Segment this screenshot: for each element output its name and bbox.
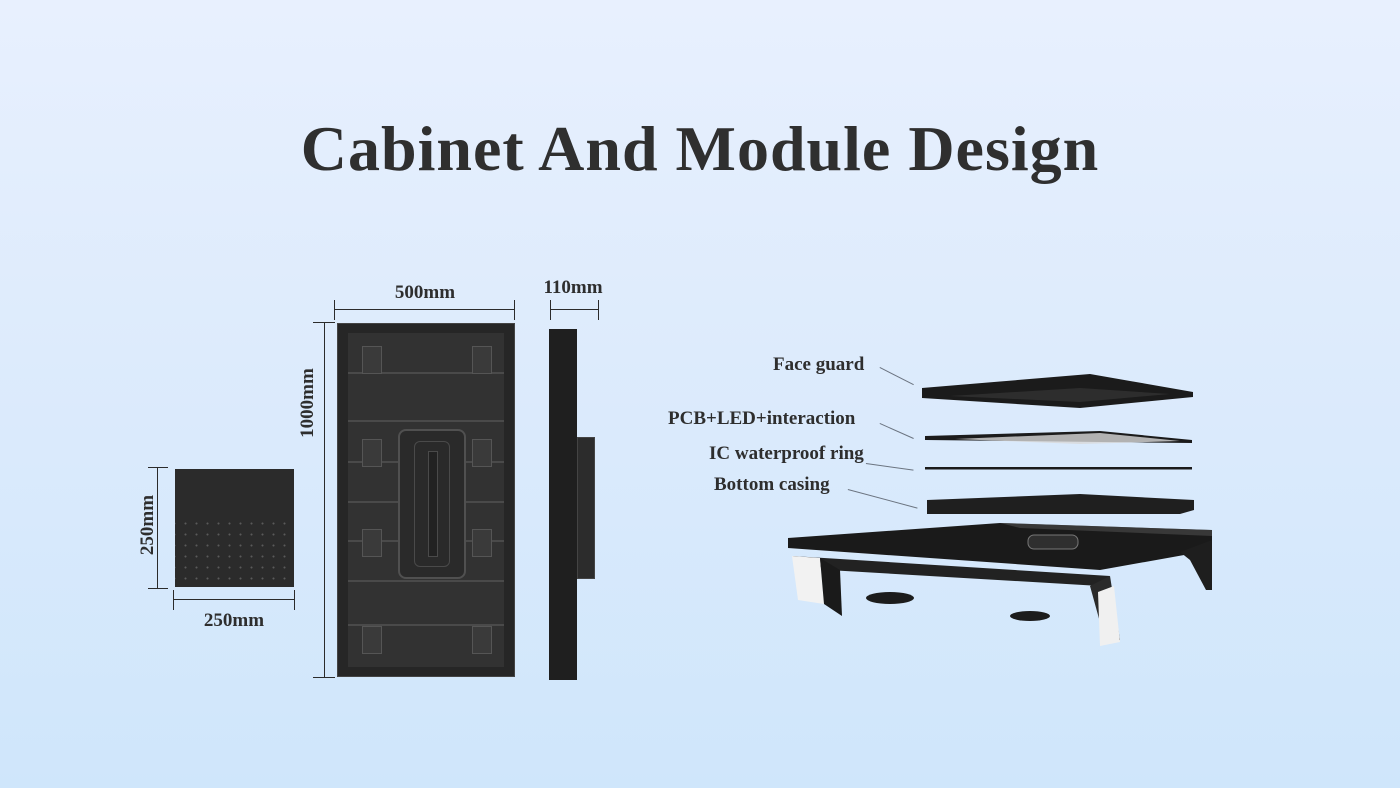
cabinet-rail	[348, 372, 504, 374]
cabinet-depth-tick-left	[550, 300, 551, 320]
bottom-casing-layer	[927, 494, 1194, 514]
base-cabinet-top	[788, 523, 1212, 570]
module-width-tick-left	[173, 590, 174, 610]
cabinet-side-image	[549, 329, 595, 680]
cabinet-lock	[362, 439, 382, 467]
cabinet-height-tick-bottom	[313, 677, 335, 678]
module-width-dimension-line	[173, 599, 295, 600]
cabinet-lock	[472, 626, 492, 654]
cabinet-rail	[348, 580, 504, 582]
cabinet-lock	[362, 346, 382, 374]
module-height-label: 250mm	[137, 494, 158, 556]
cabinet-depth-dimension-line	[550, 309, 599, 310]
module-height-tick-top	[148, 467, 168, 468]
ic-waterproof-ring-label: IC waterproof ring	[709, 443, 864, 464]
module-height-dimension-line	[157, 467, 158, 589]
module-image	[175, 469, 294, 587]
cabinet-width-tick-left	[334, 300, 335, 320]
cabinet-height-dimension-line	[324, 323, 325, 678]
cabinet-depth-tick-right	[598, 300, 599, 320]
exploded-layers-illustration	[788, 374, 1212, 646]
cabinet-lock	[472, 439, 492, 467]
cabinet-width-label: 500mm	[394, 282, 456, 303]
cabinet-width-dimension-line	[335, 309, 515, 310]
cabinet-side-bracket	[577, 437, 595, 579]
cabinet-height-label: 1000mm	[297, 368, 318, 438]
cabinet-rail	[348, 420, 504, 422]
ic-ring-layer	[925, 467, 1192, 470]
bottom-casing-label: Bottom casing	[714, 474, 830, 495]
module-height-tick-bottom	[148, 588, 168, 589]
cabinet-lock	[362, 626, 382, 654]
pcb-led-interaction-label: PCB+LED+interaction	[668, 408, 856, 429]
cabinet-rail	[348, 624, 504, 626]
cabinet-width-tick-right	[514, 300, 515, 320]
face-guard-label: Face guard	[773, 354, 865, 375]
cabinet-height-tick-top	[313, 322, 335, 323]
module-width-label: 250mm	[203, 610, 265, 631]
cabinet-power-box	[398, 429, 466, 579]
cabinet-lock	[472, 529, 492, 557]
cabinet-back-image	[337, 323, 515, 677]
cabinet-lock	[472, 346, 492, 374]
page-title: Cabinet And Module Design	[300, 113, 1100, 184]
module-width-tick-right	[294, 590, 295, 610]
cabinet-lock	[362, 529, 382, 557]
cabinet-depth-label: 110mm	[543, 277, 603, 298]
